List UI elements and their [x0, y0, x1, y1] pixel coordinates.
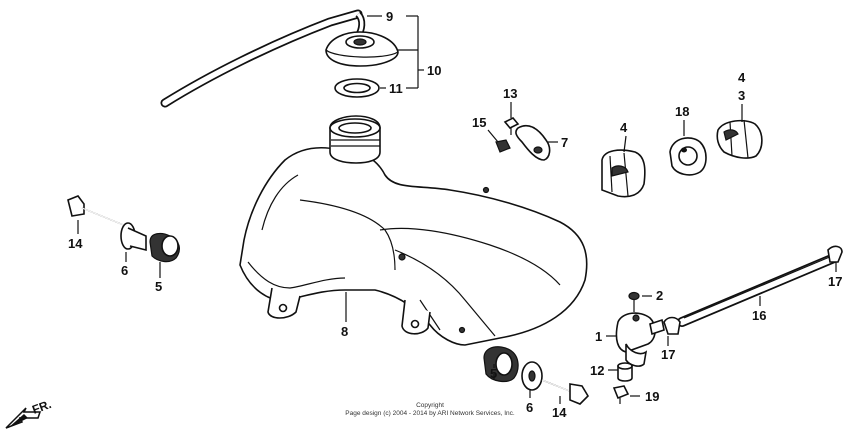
copyright-line-1: Copyright — [416, 402, 444, 409]
callout-10: 10 — [427, 63, 441, 78]
grommet-5-right — [483, 346, 519, 383]
bolt-13 — [503, 117, 520, 135]
collar-6-right — [521, 361, 543, 391]
callout-8: 8 — [341, 324, 348, 339]
fuel-valve — [615, 312, 665, 367]
callout-13: 13 — [503, 86, 517, 101]
callout-9: 9 — [386, 9, 393, 24]
breather-tube — [160, 9, 366, 108]
callout-19: 19 — [645, 389, 659, 404]
cushion-3 — [716, 119, 763, 159]
callout-16: 16 — [752, 308, 766, 323]
callout-2: 2 — [656, 288, 663, 303]
screw-2 — [628, 291, 640, 312]
callout-12: 12 — [590, 363, 604, 378]
callout-6-left: 6 — [121, 263, 128, 278]
cushion-4-left — [601, 149, 646, 198]
front-direction-label: FR. — [30, 398, 53, 417]
callout-3: 3 — [738, 88, 745, 103]
front-direction-arrow: FR. — [5, 398, 53, 429]
callout-5-left: 5 — [155, 279, 162, 294]
callout-4-right: 4 — [738, 70, 746, 85]
callout-lines-cap — [367, 15, 424, 89]
fuel-cap — [325, 31, 399, 67]
copyright-line-2: Page design (c) 2004 - 2014 by ARI Netwo… — [345, 410, 515, 417]
ring-18 — [669, 137, 707, 176]
callout-6-right: 6 — [526, 400, 533, 415]
callout-17-lower: 17 — [661, 347, 675, 362]
callout-7: 7 — [561, 135, 568, 150]
clip-7 — [515, 124, 551, 161]
callout-5-right: 5 — [490, 366, 497, 381]
bolt-14-left — [67, 195, 127, 227]
fuel-hose-16 — [677, 253, 839, 327]
callout-4-left: 4 — [620, 120, 628, 135]
callout-1: 1 — [595, 329, 602, 344]
fuel-tank — [239, 115, 588, 346]
cup-12 — [617, 362, 633, 382]
callout-18: 18 — [675, 104, 689, 119]
cap-gasket — [334, 78, 380, 98]
bolt-14-right — [541, 379, 590, 405]
grommet-5-left — [149, 232, 180, 263]
hose-clip-17-lower — [663, 316, 681, 335]
callout-14-right: 14 — [552, 405, 567, 420]
callout-15: 15 — [472, 115, 486, 130]
callout-11: 11 — [389, 81, 403, 96]
hose-clip-17-top — [827, 245, 843, 263]
screw-19 — [612, 385, 630, 404]
callout-14-left: 14 — [68, 236, 83, 251]
leader-lines — [77, 102, 837, 404]
callout-17-top: 17 — [828, 274, 842, 289]
callout-labels: 9 10 11 13 15 7 4 18 4 3 14 6 5 8 2 1 16… — [68, 9, 842, 420]
collar-6-left — [120, 222, 147, 252]
nut-15 — [495, 139, 511, 153]
copyright-notice: Copyright Page design (c) 2004 - 2014 by… — [300, 402, 560, 418]
